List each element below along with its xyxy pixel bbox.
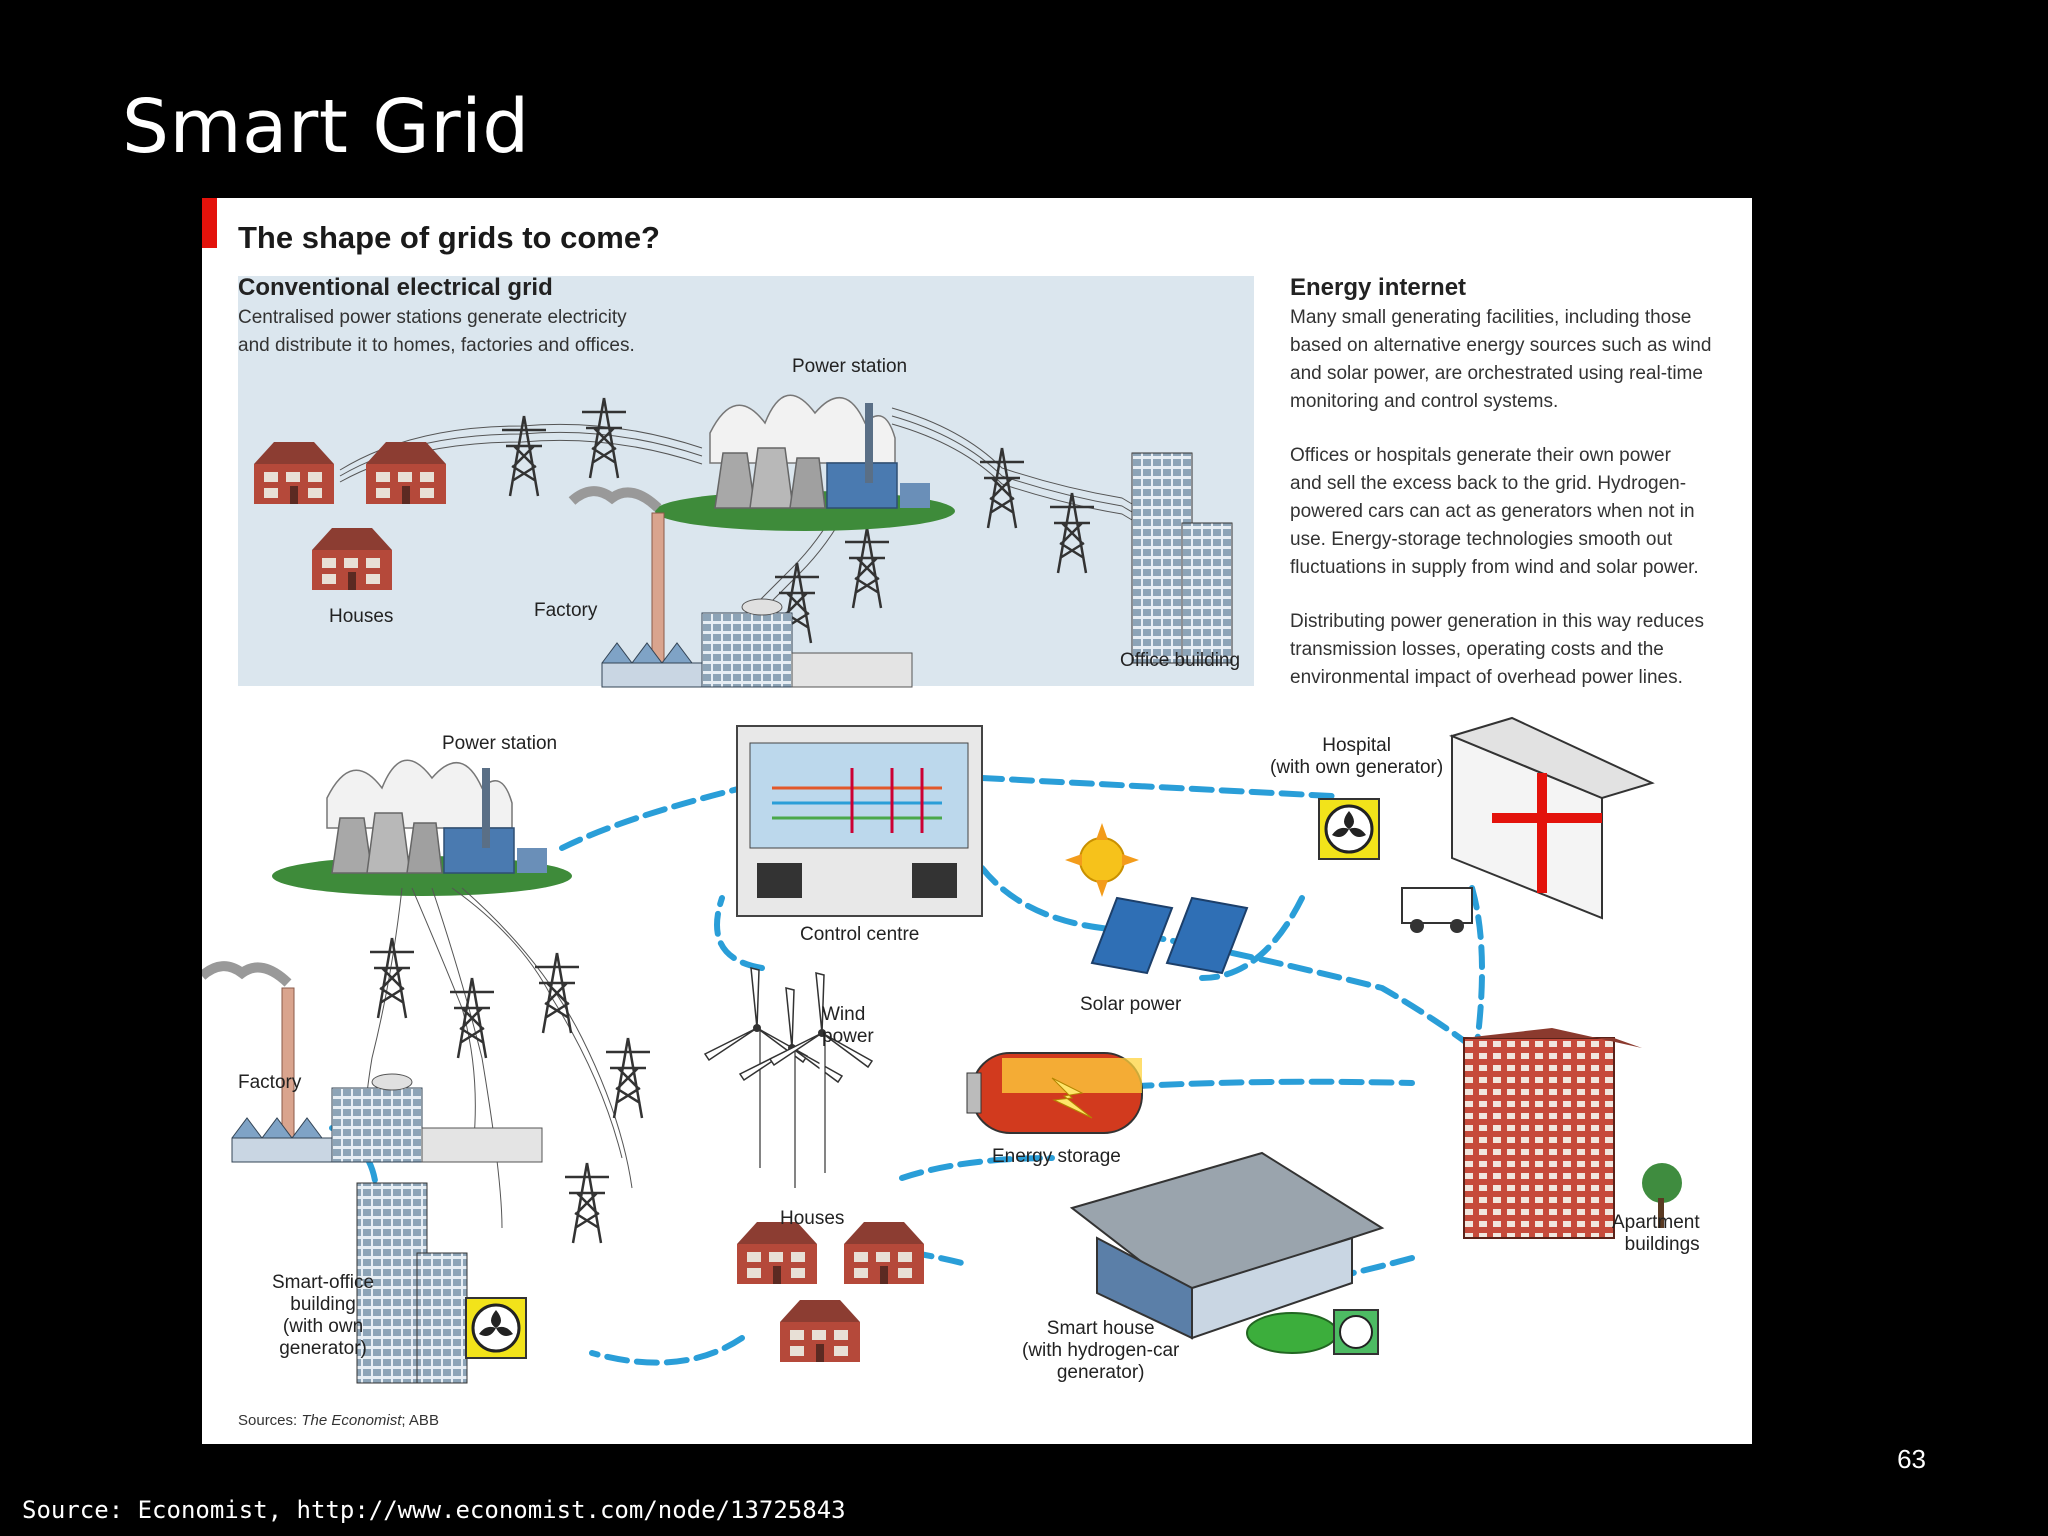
- label-houses-conventional: Houses: [329, 606, 394, 627]
- label-apartment: Apartment: [1612, 1212, 1700, 1233]
- energy-internet-para1-line: monitoring and control systems.: [1290, 391, 1559, 412]
- solar-panel-icon: [1090, 896, 1249, 975]
- accent-tab: [202, 198, 217, 248]
- apartment-building-icon: [1463, 1028, 1682, 1239]
- control-centre-icon: [736, 725, 983, 917]
- label-hospital-sub: (with own generator): [1270, 757, 1444, 778]
- energy-internet-para2-line: powered cars can act as generators when …: [1290, 501, 1695, 522]
- page-number: 63: [1897, 1444, 1926, 1474]
- label-wind: Wind: [822, 1004, 866, 1025]
- label-smart-office: Smart-office: [272, 1272, 375, 1293]
- sun-icon: [1065, 823, 1139, 897]
- conventional-heading: Conventional electrical grid: [238, 274, 553, 301]
- label-energy-storage: Energy storage: [992, 1146, 1121, 1167]
- energy-internet-para2-line: fluctuations in supply from wind and sol…: [1290, 557, 1699, 578]
- conventional-text-line2: and distribute it to homes, factories an…: [238, 335, 635, 356]
- smart-office-building-icon: [356, 1182, 468, 1384]
- label-apartment-2: buildings: [1624, 1234, 1700, 1255]
- grid-diagram: [202, 394, 1682, 1384]
- label-factory-conventional: Factory: [534, 600, 598, 621]
- energy-internet-para1-line: Many small generating facilities, includ…: [1290, 307, 1692, 328]
- smart-house-icon: [1069, 1151, 1385, 1354]
- label-office-building-conventional: Office building: [1120, 650, 1241, 671]
- label-factory-smart: Factory: [238, 1072, 302, 1093]
- label-smart-office-2: building: [290, 1294, 356, 1315]
- label-power-station-conventional: Power station: [792, 356, 908, 377]
- graphic-sources: Sources: The Economist; ABB: [238, 1412, 439, 1429]
- generator-icon: [1317, 797, 1381, 861]
- label-smart-office-3: (with own: [282, 1316, 364, 1337]
- label-solar-power: Solar power: [1080, 994, 1182, 1015]
- label-control-centre: Control centre: [800, 924, 920, 945]
- wind-turbine-icon: [705, 968, 872, 1188]
- label-smart-house: Smart house: [1046, 1318, 1155, 1339]
- slide-title: Smart Grid: [122, 84, 530, 170]
- energy-internet-para3-line: transmission losses, operating costs and…: [1290, 639, 1664, 660]
- generator-icon-small: [1333, 1309, 1379, 1355]
- sources-prefix: Sources:: [238, 1412, 302, 1429]
- label-wind-power: power: [822, 1026, 874, 1047]
- energy-internet-para1-line: based on alternative energy sources such…: [1290, 335, 1712, 356]
- graphic-title: The shape of grids to come?: [238, 220, 660, 255]
- energy-internet-para2-line: and sell the excess back to the grid. Hy…: [1290, 473, 1687, 494]
- energy-internet-para3-line: environmental impact of overhead power l…: [1290, 667, 1683, 688]
- generator-icon: [464, 1296, 528, 1360]
- energy-internet-para2-line: use. Energy-storage technologies smooth …: [1290, 529, 1673, 550]
- hospital-icon: [1401, 716, 1655, 933]
- smart-grid-illustration: [202, 716, 1682, 1384]
- infographic-panel: The shape of grids to come?: [202, 198, 1752, 1444]
- label-smart-house-2: (with hydrogen-car: [1022, 1340, 1180, 1361]
- label-smart-office-4: generator): [279, 1338, 367, 1359]
- energy-internet-para2-line: Offices or hospitals generate their own …: [1290, 445, 1671, 466]
- energy-internet-para3-line: Distributing power generation in this wa…: [1290, 611, 1704, 632]
- sources-italic: The Economist: [301, 1412, 402, 1429]
- label-houses-smart: Houses: [780, 1208, 845, 1229]
- conventional-text-line1: Centralised power stations generate elec…: [238, 307, 627, 328]
- source-citation: Source: Economist, http://www.economist.…: [22, 1496, 846, 1524]
- label-smart-house-3: generator): [1056, 1362, 1145, 1383]
- conventional-grid-illustration: [254, 394, 1233, 687]
- label-hospital: Hospital: [1322, 735, 1391, 756]
- energy-internet-para1-line: and solar power, are orchestrated using …: [1290, 363, 1703, 384]
- label-power-station-smart: Power station: [442, 733, 558, 754]
- energy-internet-heading: Energy internet: [1290, 274, 1467, 301]
- office-building-icon: [1131, 452, 1233, 664]
- energy-storage-icon: [966, 1052, 1143, 1134]
- sources-suffix: ; ABB: [401, 1412, 439, 1429]
